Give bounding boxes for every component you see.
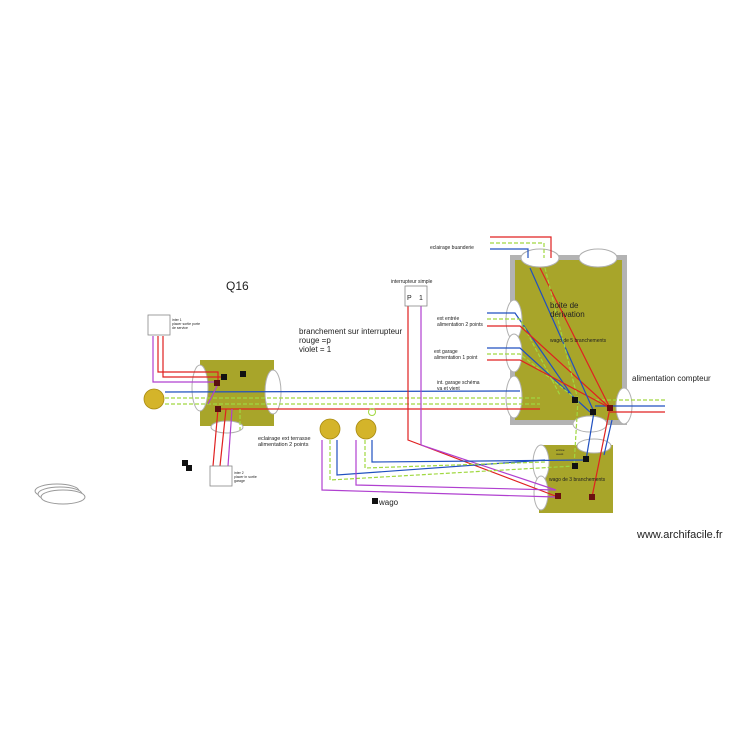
switch-inter-1-label-3: de service: [172, 326, 188, 330]
left-junction-box: [200, 360, 274, 426]
wago-connectors: [182, 371, 613, 504]
wago: [555, 493, 561, 499]
label-int-garage-1: int. garage schéma: [437, 380, 480, 386]
conduit-ext-garage: [505, 333, 523, 373]
switch-inter-2-label-3: garage: [234, 479, 245, 483]
wago: [186, 465, 192, 471]
lamp-left: [143, 388, 165, 410]
wago: [589, 494, 595, 500]
switch-1-label: 1: [419, 295, 423, 302]
wago: [607, 405, 613, 411]
label-ext-entree-2: alimentation 2 points: [437, 322, 483, 328]
wago: [215, 406, 221, 412]
switch-inter-1: [147, 314, 171, 336]
switch-inter-1-label-2: placer sortie porte: [172, 322, 200, 326]
lamps: [143, 388, 377, 440]
wago-legend-swatch: [372, 498, 378, 504]
note-line-1: branchement sur interrupteur: [299, 327, 403, 336]
label-eclairage-terrasse-1: eclairage ext terrasse: [258, 436, 311, 442]
label-small-box-1: entrée: [556, 448, 565, 452]
label-int-garage-2: va et vient: [437, 386, 460, 392]
conduit-int-garage: [505, 375, 523, 419]
label-eclairage-buanderie: eclairage buanderie: [430, 245, 474, 251]
label-small-box-2: ouest: [556, 452, 564, 456]
spare-conduit-stack: [34, 483, 86, 505]
conduit-bottom-main: [572, 415, 608, 433]
wago: [221, 374, 227, 380]
note-line-3: violet = 1: [299, 345, 332, 354]
switch-interrupteur-simple: [404, 285, 428, 307]
q-label: Q16: [226, 279, 249, 293]
label-ext-garage-2: alimentation 1 point: [434, 355, 478, 361]
note-line-2: rouge =p: [299, 336, 331, 345]
switch-inter-2: [209, 465, 233, 487]
switch-p-label: P: [407, 295, 412, 302]
conduit-left-box-bottom: [210, 420, 244, 434]
label-boite-1: boite de: [550, 301, 579, 310]
switch-inter-1-label-1: inter 1: [172, 318, 182, 322]
conduit-top-right: [578, 248, 618, 268]
wago: [240, 371, 246, 377]
label-alim-compteur: alimentation compteur: [632, 374, 711, 383]
watermark: www.archifacile.fr: [636, 529, 723, 541]
label-wago-legend: wago: [378, 498, 399, 507]
switch-inter-2-label-2: placer in sortie: [234, 475, 257, 479]
wago: [572, 397, 578, 403]
lamp-terrasse-2: [355, 418, 377, 440]
wago: [590, 409, 596, 415]
switch-inter-2-label-1: inter 2: [234, 471, 244, 475]
label-interrupteur-simple: interrupteur simple: [391, 279, 433, 285]
label-eclairage-terrasse-2: alimentation 2 points: [258, 442, 309, 448]
wago: [214, 380, 220, 386]
wago: [583, 456, 589, 462]
wago: [572, 463, 578, 469]
lamp-terrasse-1: [319, 418, 341, 440]
wago: [182, 460, 188, 466]
label-wago3: wago de 3 branchements: [549, 477, 606, 483]
small-circle-marker: [368, 408, 376, 416]
label-wago5: wago de 5 branchements: [550, 338, 607, 344]
label-boite-2: dérivation: [550, 310, 585, 319]
label-ext-garage-1: ext garage: [434, 349, 458, 355]
main-junction-box: [510, 255, 627, 425]
conduit-top-left: [520, 248, 560, 268]
wires: [152, 236, 665, 498]
label-ext-entree-1: ext entrée: [437, 316, 459, 322]
